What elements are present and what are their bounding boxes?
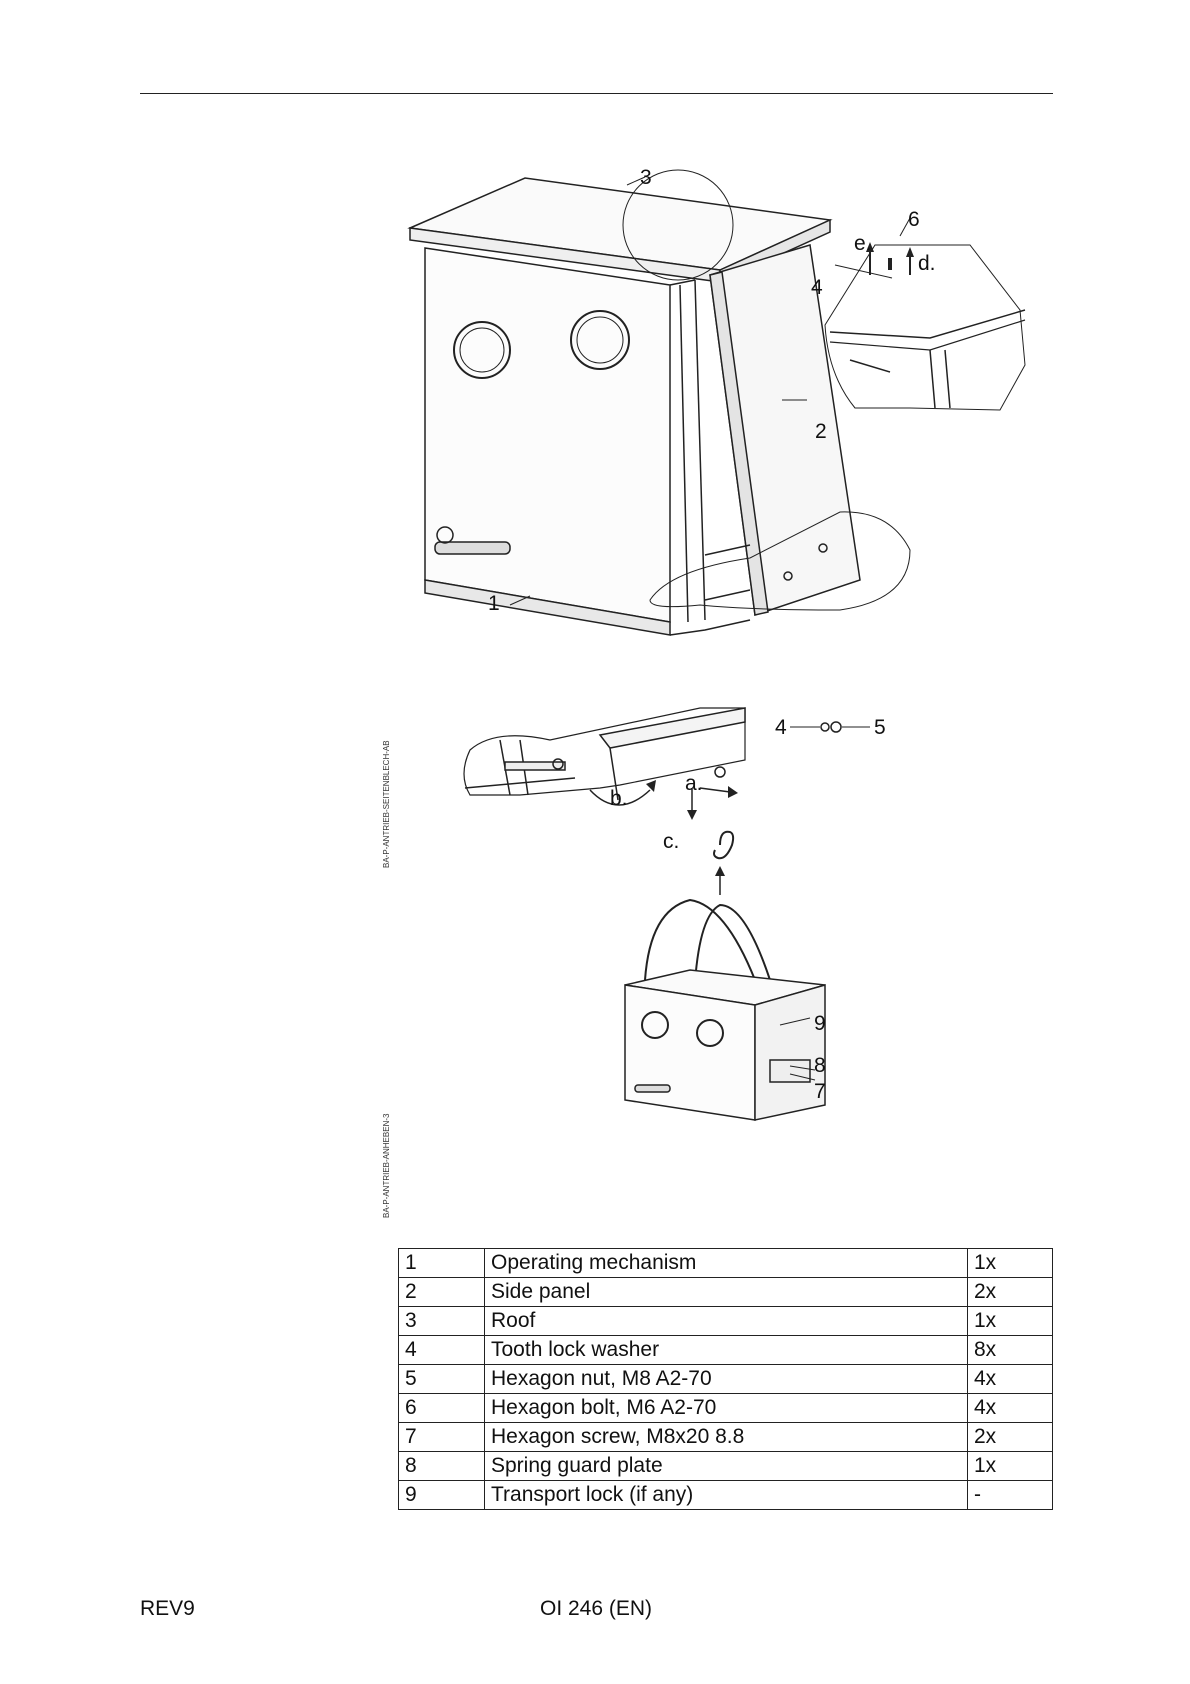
part-description: Hexagon nut, M8 A2-70 xyxy=(484,1364,968,1394)
label-c: c. xyxy=(663,830,679,853)
operating-handle xyxy=(434,541,511,555)
part-quantity: 4x xyxy=(967,1393,1053,1423)
part-quantity: 2x xyxy=(967,1422,1053,1452)
label-6: 6 xyxy=(908,208,920,231)
part-description: Side panel xyxy=(484,1277,968,1307)
label-4: 4 xyxy=(811,276,823,299)
label-2: 2 xyxy=(815,420,827,443)
label-3: 3 xyxy=(640,166,652,189)
part-description: Roof xyxy=(484,1306,968,1336)
part-number: 7 xyxy=(398,1422,485,1452)
part-description: Transport lock (if any) xyxy=(484,1480,968,1510)
footer-revision: REV9 xyxy=(140,1597,195,1620)
cabinet-disassembly-illustration: 3 6 e. d. 4 2 1 xyxy=(407,166,1026,636)
part-number: 1 xyxy=(398,1248,485,1278)
footer-document-id: OI 246 (EN) xyxy=(540,1597,653,1620)
part-quantity: 4x xyxy=(967,1364,1053,1394)
part-quantity: 2x xyxy=(967,1277,1053,1307)
detail-roof-zoom xyxy=(824,244,1026,411)
bolt-detail xyxy=(888,258,892,270)
part-number: 4 xyxy=(398,1335,485,1365)
label-1: 1 xyxy=(488,592,500,615)
part-description: Hexagon bolt, M6 A2-70 xyxy=(484,1393,968,1423)
part-description: Operating mechanism xyxy=(484,1248,968,1278)
label-b: b. xyxy=(610,787,628,810)
part-description: Tooth lock washer xyxy=(484,1335,968,1365)
header-rule xyxy=(140,93,1053,94)
part-description: Hexagon screw, M8x20 8.8 xyxy=(484,1422,968,1452)
cable-port-left xyxy=(453,321,511,379)
part-quantity: 1x xyxy=(967,1451,1053,1481)
part-quantity: 8x xyxy=(967,1335,1053,1365)
drawing-code-lifting: BA-P-ANTRIEB-ANHEBEN-3 xyxy=(382,1113,391,1218)
part-number: 5 xyxy=(398,1364,485,1394)
label-7: 7 xyxy=(814,1080,826,1103)
part-number: 9 xyxy=(398,1480,485,1510)
part-quantity: - xyxy=(967,1480,1053,1510)
label-mid-5: 5 xyxy=(874,716,886,739)
part-quantity: 1x xyxy=(967,1248,1053,1278)
part-quantity: 1x xyxy=(967,1306,1053,1336)
detail-circle-roof xyxy=(622,169,734,281)
drawing-code-panel-removal: BA-P-ANTRIEB-SEITENBLECH-AB xyxy=(382,740,391,868)
part-number: 6 xyxy=(398,1393,485,1423)
label-9: 9 xyxy=(814,1012,826,1035)
label-mid-4: 4 xyxy=(775,716,787,739)
cable-port-right xyxy=(570,310,630,370)
label-e: e. xyxy=(854,232,872,255)
label-d: d. xyxy=(918,252,936,275)
detail-circle-bottom xyxy=(649,511,911,611)
part-number: 8 xyxy=(398,1451,485,1481)
cabinet-front xyxy=(424,247,671,623)
label-8: 8 xyxy=(814,1054,826,1077)
part-description: Spring guard plate xyxy=(484,1451,968,1481)
label-a: a. xyxy=(685,772,703,795)
part-number: 3 xyxy=(398,1306,485,1336)
lifting-illustration: 4 5 b. a. c. 9 8 7 xyxy=(463,707,886,1121)
part-number: 2 xyxy=(398,1277,485,1307)
crane-hook-icon xyxy=(713,830,735,860)
